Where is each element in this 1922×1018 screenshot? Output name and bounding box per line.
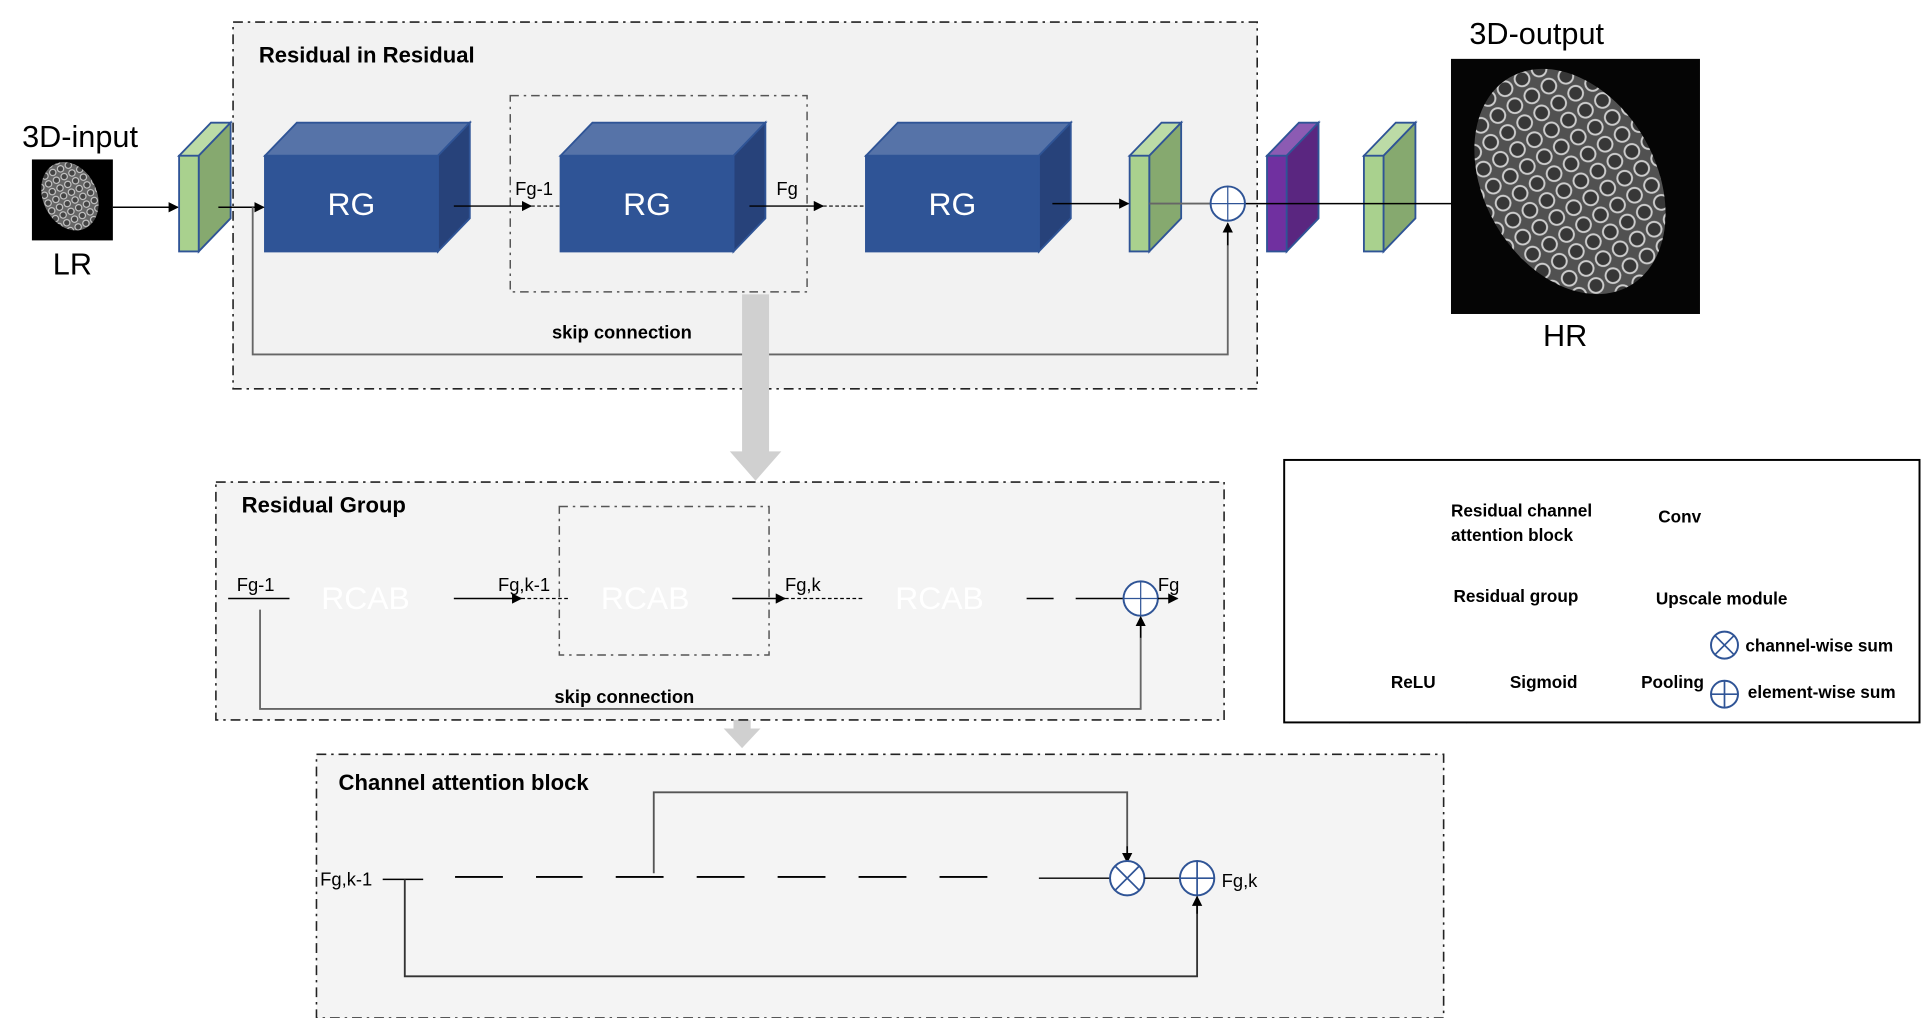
rg-focus-box [509,94,808,293]
conv-block-input [176,120,233,254]
legend-rcab-line2: attention block [1451,525,1573,545]
legend-channel-sum-icon [1710,630,1739,660]
legend-channel-sum: channel-wise sum [1745,635,1893,655]
rg-top-face [863,121,1073,157]
legend-upscale: Upscale module [1656,589,1788,609]
ca-skip-connection-line [403,879,1199,978]
rcab-block-1-label: RCAB [321,580,410,616]
legend-rcab-line1: Residual channel [1451,500,1592,520]
rcab-block-2-label: RCAB [601,580,690,616]
upscale-module-block [1264,120,1321,254]
rg-front-face [264,154,439,253]
legend-pooling: Pooling [1641,672,1704,692]
rg-block-3 [863,120,1073,254]
skip-connection-line [251,207,1229,356]
rg-block-2 [558,120,768,254]
element-wise-sum-icon [1178,860,1216,897]
label-rg-fg-minus-1: Fg-1 [237,574,275,595]
element-wise-sum-icon [1209,185,1246,222]
output-label: HR [1543,319,1587,353]
legend-element-sum: element-wise sum [1748,682,1896,702]
residual-group-title: Residual Group [242,493,406,518]
label-fgk: Fg,k [785,574,822,595]
rcab-block-3-label: RCAB [895,580,984,616]
channel-wise-sum-icon [1109,860,1146,897]
legend-element-sum-icon [1710,679,1739,709]
rg-front-face [865,154,1040,253]
input-title: 3D-input [22,120,138,154]
legend-conv: Conv [1658,506,1701,526]
rg-front-face [559,154,735,253]
label-fg-minus-1: Fg-1 [515,178,553,199]
channel-attention-title: Channel attention block [339,770,590,795]
conv-front-face [1128,154,1151,253]
label-rg-fg: Fg [1158,574,1179,595]
rg-skip-connection-label: skip connection [554,686,694,707]
block-labels: RG RG RG RCAB RCAB RCAB [321,186,984,616]
label-fg: Fg [776,178,797,199]
ca-output-label: Fg,k [1222,870,1259,891]
expand-arrow-top [729,294,782,481]
lr-input-image [31,159,113,241]
rg-top-face [558,121,768,157]
conv-front-face [178,154,200,253]
rir-title: Residual in Residual [259,43,475,68]
legend-sigmoid: Sigmoid [1510,672,1578,692]
rcab-focus-box [558,505,770,656]
legend-relu: ReLU [1391,672,1436,692]
residual-group-frame [215,481,1225,721]
legend-rg: Residual group [1453,586,1578,606]
input-label: LR [53,248,92,282]
element-wise-sum-icon [1122,580,1159,617]
rg-block-1-label: RG [328,186,376,222]
ca-input-label: Fg,k-1 [320,869,372,890]
ca-attention-branch [652,791,1129,874]
conv-block-rir-out [1127,120,1184,254]
channel-attention-frame [315,753,1445,1018]
rg-top-face [262,121,472,157]
rg-block-3-label: RG [929,186,977,222]
skip-connection-label: skip connection [552,322,692,343]
rg-block-2-label: RG [623,186,671,222]
hr-output-image [1450,58,1700,314]
output-title: 3D-output [1469,17,1604,51]
label-fgk-minus-1: Fg,k-1 [498,574,550,595]
legend-frame [1283,458,1921,724]
rg-skip-connection-line [259,609,1142,710]
conv-block-output [1361,120,1418,254]
rg-block-1 [262,120,472,254]
